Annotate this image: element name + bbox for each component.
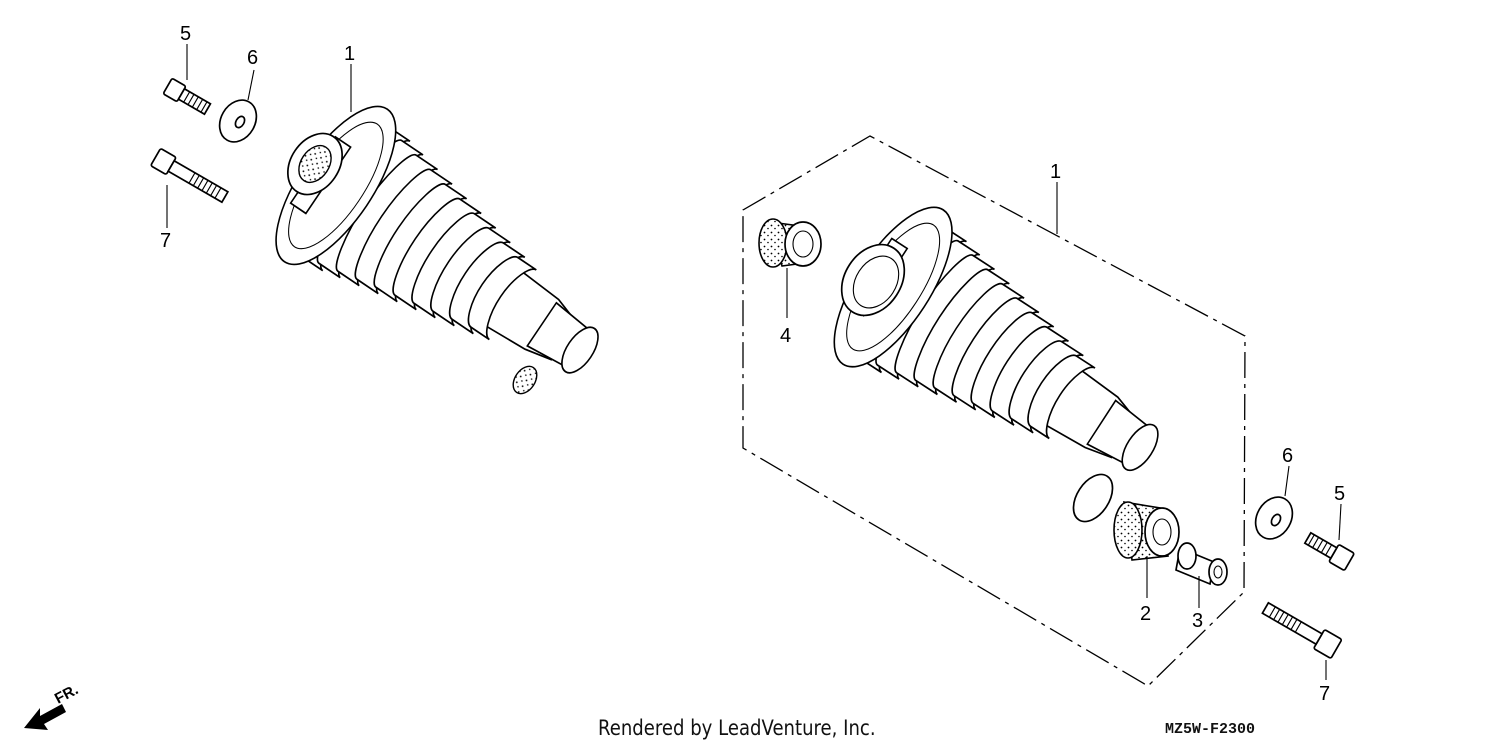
- bushing-4: [758, 218, 822, 268]
- callout-5-left: 5: [180, 23, 191, 45]
- kit-outline: [742, 135, 1246, 687]
- left-bolt-5: [162, 78, 212, 116]
- callout-numbers: 5 6 1 7 1 4 2 3 6 5 7: [160, 23, 1345, 705]
- front-arrow-icon: FR.: [24, 681, 81, 730]
- right-shock-absorber: [811, 189, 1202, 533]
- right-bolt-5: [1303, 531, 1355, 571]
- left-leader-lines: [166, 44, 352, 228]
- callout-3: 3: [1192, 610, 1203, 632]
- diagram-code: MZ5W-F2300: [1165, 721, 1256, 738]
- callout-6-right: 6: [1282, 445, 1293, 467]
- left-shock-absorber: [253, 87, 643, 435]
- callout-1-left: 1: [344, 43, 355, 65]
- credit-text: Rendered by LeadVenture, Inc.: [598, 716, 876, 740]
- left-washer-6: [218, 99, 258, 143]
- callout-4: 4: [780, 325, 791, 347]
- right-bolt-7: [1261, 601, 1343, 659]
- callout-7-right: 7: [1319, 683, 1330, 705]
- callout-5-right: 5: [1334, 483, 1345, 505]
- right-leader-lines: [786, 182, 1342, 680]
- bushing-2: [1113, 501, 1180, 561]
- collar-3: [1175, 542, 1228, 586]
- right-washer-6: [1254, 496, 1294, 540]
- front-label: FR.: [52, 681, 81, 707]
- callout-7-left: 7: [160, 230, 171, 252]
- callout-1-right: 1: [1050, 161, 1061, 183]
- left-bolt-7: [150, 148, 230, 204]
- callout-6-left: 6: [247, 47, 258, 69]
- callout-2: 2: [1140, 603, 1151, 625]
